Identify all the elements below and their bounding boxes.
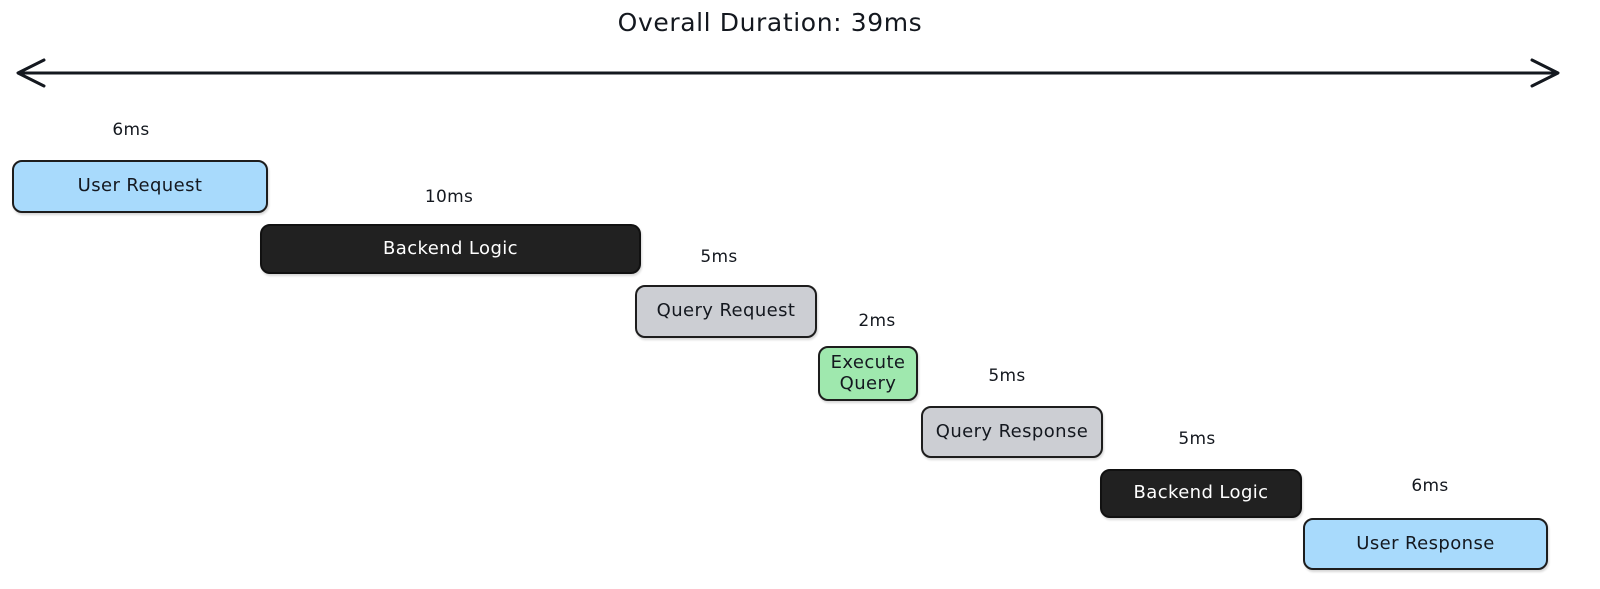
stage-bar-query-request[interactable]: Query Request xyxy=(635,285,817,338)
duration-label-query-response: 5ms xyxy=(988,366,1026,386)
duration-label-query-request: 5ms xyxy=(700,247,738,267)
stage-label-query-response: Query Response xyxy=(935,420,1089,442)
duration-label-execute-query: 2ms xyxy=(858,311,896,331)
stage-bar-user-response[interactable]: User Response xyxy=(1303,518,1548,570)
stage-label-query-request: Query Request xyxy=(656,300,796,322)
stage-label-user-response: User Response xyxy=(1356,532,1495,554)
stage-bar-user-request[interactable]: User Request xyxy=(12,160,268,213)
duration-label-backend-logic-1: 10ms xyxy=(424,187,474,207)
arrow-left-icon xyxy=(16,58,46,88)
duration-label-user-request: 6ms xyxy=(112,120,150,140)
stage-label-backend-logic-2: Backend Logic xyxy=(1133,482,1269,504)
page-title: Overall Duration: 39ms xyxy=(617,8,923,37)
duration-axis xyxy=(16,58,1560,88)
duration-label-user-response: 6ms xyxy=(1411,476,1449,496)
duration-label-backend-logic-2: 5ms xyxy=(1178,429,1216,449)
stage-bar-query-response[interactable]: Query Response xyxy=(921,406,1103,458)
stage-label-backend-logic-1: Backend Logic xyxy=(383,237,518,259)
stage-bar-backend-logic-1[interactable]: Backend Logic xyxy=(260,224,641,274)
stage-label-user-request: User Request xyxy=(77,175,203,197)
stage-bar-backend-logic-2[interactable]: Backend Logic xyxy=(1100,469,1302,518)
stage-label-line1-execute-query: Execute xyxy=(830,352,906,374)
stage-label-line2-execute-query: Query xyxy=(839,372,897,394)
arrow-right-icon xyxy=(1530,58,1560,88)
